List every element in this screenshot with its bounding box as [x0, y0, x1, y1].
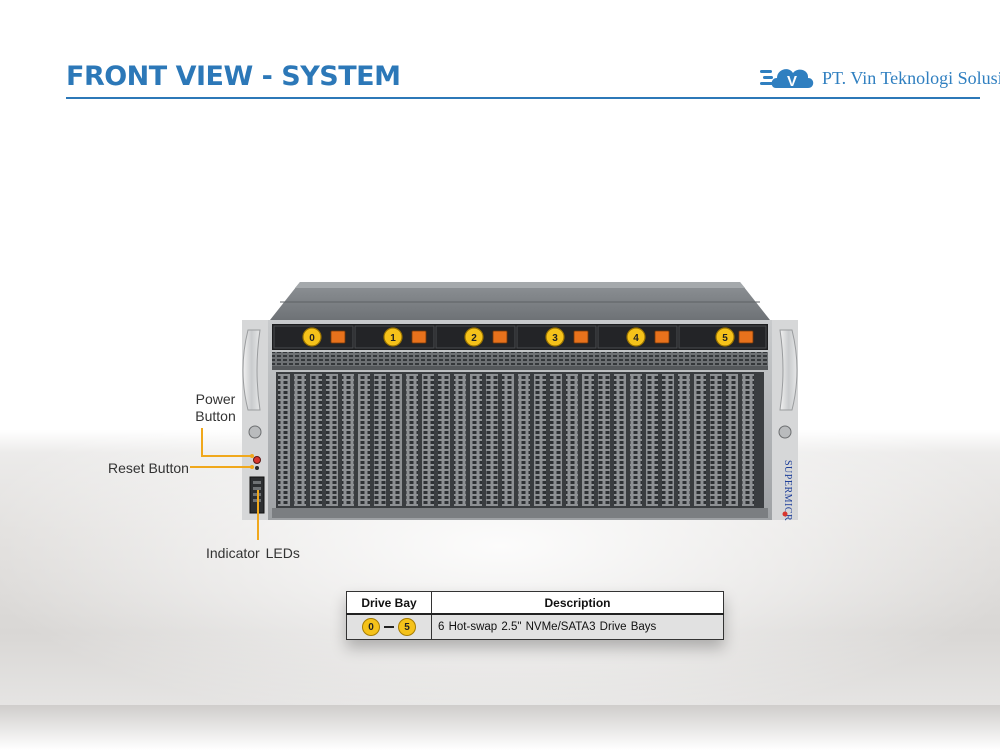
vendor-mark: SUPERMICR — [782, 460, 793, 521]
column-header-drive-bay: Drive Bay — [346, 591, 432, 615]
brand-name: PT. Vin Teknologi Solusi — [822, 68, 1000, 88]
table-header-row: Drive Bay Description — [346, 591, 724, 615]
indicator-leds-label: Indicator LEDs — [206, 545, 300, 561]
floor-bottom — [0, 705, 1000, 750]
cloud-logo-icon: V — [760, 69, 814, 90]
bay-number-0: 0 — [309, 333, 315, 344]
bay-number-4: 4 — [633, 333, 639, 344]
reset-button-label: Reset Button — [108, 460, 189, 476]
bay-badge-end: 5 — [398, 618, 416, 636]
drive-bay-description: 6 Hot-swap 2.5" NVMe/SATA3 Drive Bays — [431, 613, 724, 640]
bay-number-3: 3 — [552, 333, 558, 344]
bay-number-5: 5 — [722, 333, 728, 344]
bay-number-2: 2 — [471, 333, 477, 344]
bay-badge-start: 0 — [362, 618, 380, 636]
title-underline — [66, 97, 980, 99]
brand: V PT. Vin Teknologi Solusi — [760, 60, 1000, 96]
callout-lines — [190, 428, 259, 540]
page-title: FRONT VIEW - SYSTEM — [66, 61, 401, 92]
bay-number-1: 1 — [390, 333, 396, 344]
brand-logo-letter: V — [787, 73, 797, 90]
range-dash — [384, 626, 394, 628]
power-button-label: Power Button — [195, 391, 236, 424]
column-header-description: Description — [431, 591, 724, 615]
server-chassis-image: 0 1 2 3 4 5 — [242, 282, 798, 521]
